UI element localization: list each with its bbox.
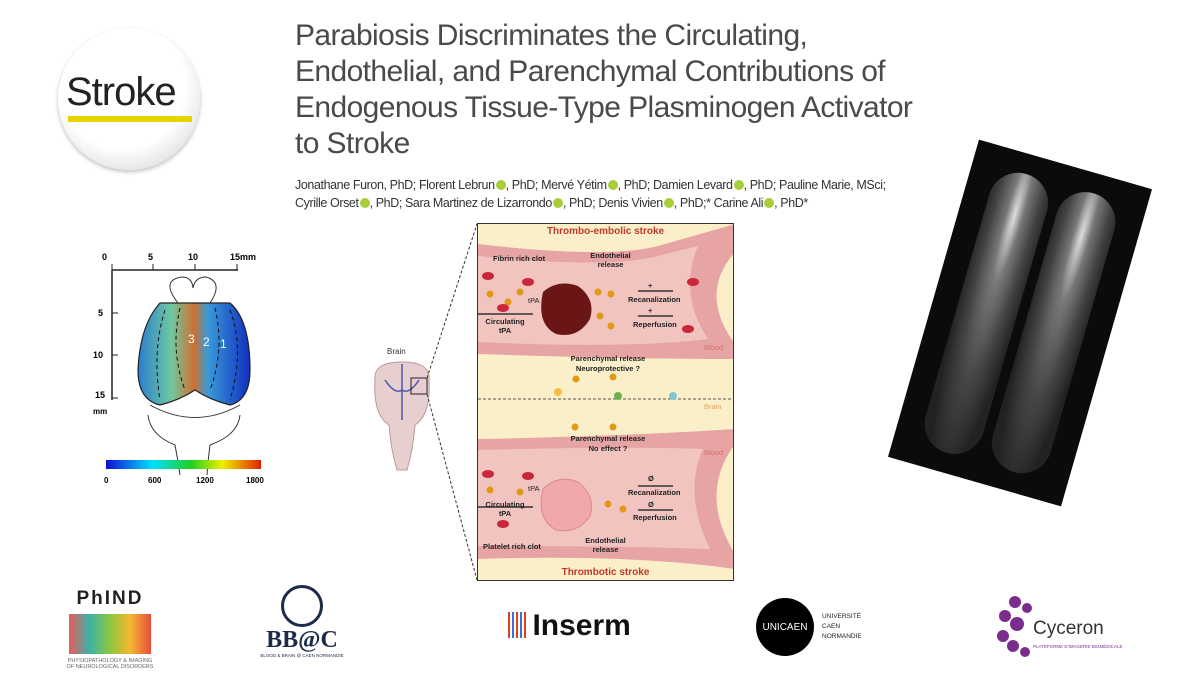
orcid-icon[interactable] xyxy=(733,180,744,190)
reperfusion-label: Reperfusion xyxy=(633,320,677,329)
x-tick: 10 xyxy=(188,252,198,262)
unicaen-name: UNICAEN xyxy=(756,598,814,656)
inserm-name: Inserm xyxy=(532,609,631,642)
zone-label: 3 xyxy=(188,332,195,346)
circulating-tpa-label: Circulating tPA xyxy=(485,500,525,518)
bbac-name: BB@C xyxy=(266,627,338,653)
colorbar xyxy=(106,460,261,469)
parenchymal-release-label: Parenchymal release xyxy=(570,434,646,443)
y-unit: mm xyxy=(93,407,107,416)
author-list: Jonathane Furon, PhD; Florent Lebrun, Ph… xyxy=(295,176,886,212)
orcid-icon[interactable] xyxy=(663,198,674,208)
zone-label: 1 xyxy=(220,337,227,351)
parabiosis-mri-image xyxy=(888,139,1152,507)
author-name: Cyrille Orset xyxy=(295,196,359,210)
title-line: Parabiosis Discriminates the Circulating… xyxy=(295,19,808,52)
author-name: Carine Ali xyxy=(713,196,764,210)
brain-label: Brain xyxy=(387,347,406,356)
bottom-panel-title: Thrombotic stroke xyxy=(561,567,650,578)
author-degree: , PhD; xyxy=(505,178,542,192)
author-degree: , PhD; xyxy=(562,196,599,210)
orcid-icon[interactable] xyxy=(764,198,775,208)
blood-label: Blood xyxy=(704,448,724,457)
endothelial-release-label: Endothelial release xyxy=(585,536,626,554)
endothelial-release-label: Endothelial release xyxy=(590,251,631,269)
recanalization-label: Recanalization xyxy=(628,295,681,304)
author-name: Pauline Marie xyxy=(779,178,851,192)
author-degree: , PhD; xyxy=(369,196,405,210)
author-degree: , PhD; xyxy=(617,178,654,192)
reperfusion-label: Reperfusion xyxy=(633,513,677,522)
y-tick: 10 xyxy=(93,350,103,360)
colorbar-tick: 1800 xyxy=(246,476,264,485)
null-label: Ø xyxy=(648,500,654,509)
author-degree: , PhD; xyxy=(743,178,780,192)
unicaen-sub: NORMANDIE xyxy=(822,633,862,640)
cyceron-subtitle: PLATEFORME D'IMAGERIE BIOMÉDICALE xyxy=(1033,644,1123,649)
author-name: Mervé Yétim xyxy=(541,178,607,192)
author-degree: , PhD;* xyxy=(673,196,714,210)
phind-logo: PhIND PHYSIOPATHOLOGY & IMAGING OF NEURO… xyxy=(65,588,155,670)
plus-label: + xyxy=(648,306,653,315)
colorbar-tick: 1200 xyxy=(196,476,214,485)
top-panel-title: Thrombo-embolic stroke xyxy=(546,226,665,237)
brain-perfusion-map: 0 5 10 15mm 5 10 15 mm 3 2 1 0 600 1200 … xyxy=(93,252,264,485)
author-degree: , MSci; xyxy=(850,178,886,192)
zoom-connector-lines xyxy=(426,223,478,581)
author-name: Denis Vivien xyxy=(598,196,663,210)
unicaen-sub: UNIVERSITÉ xyxy=(822,613,862,620)
zone-label: 2 xyxy=(203,335,210,349)
phind-name: PhIND xyxy=(76,588,144,609)
cyceron-logo: Cyceron PLATEFORME D'IMAGERIE BIOMÉDICAL… xyxy=(995,594,1125,660)
author-name: Sara Martinez de Lizarrondo xyxy=(404,196,552,210)
orcid-icon[interactable] xyxy=(552,198,563,208)
x-tick: 15mm xyxy=(230,252,256,262)
inserm-logo: Inserm xyxy=(508,609,631,643)
mechanism-figure: Thrombo-embolic stroke Fibrin rich clot … xyxy=(477,223,734,581)
brain-illustration: Brain xyxy=(374,347,430,471)
author-degree: , PhD; xyxy=(383,178,419,192)
colorbar-tick: 0 xyxy=(104,476,109,485)
bbac-subtitle: BLOOD & BRAIN @ CAEN NORMANDIE xyxy=(260,653,344,658)
null-label: Ø xyxy=(648,474,654,483)
tpa-label: tPA xyxy=(528,484,540,493)
recanalization-label: Recanalization xyxy=(628,488,681,497)
platelet-clot-label: Platelet rich clot xyxy=(483,542,541,551)
author-name: Florent Lebrun xyxy=(418,178,495,192)
y-tick: 5 xyxy=(98,308,103,318)
unicaen-logo: UNICAEN UNIVERSITÉ CAEN NORMANDIE xyxy=(756,598,862,656)
orcid-icon[interactable] xyxy=(359,198,370,208)
no-effect-label: No effect ? xyxy=(588,444,628,453)
bbac-logo: BB@C BLOOD & BRAIN @ CAEN NORMANDIE xyxy=(252,585,352,658)
orcid-icon[interactable] xyxy=(607,180,618,190)
title-line: Endogenous Tissue-Type Plasminogen Activ… xyxy=(295,91,913,124)
circulating-tpa-label: Circulating tPA xyxy=(485,317,525,335)
neuroprotective-label: Neuroprotective ? xyxy=(575,364,641,373)
y-tick: 15 xyxy=(95,390,105,400)
parenchymal-release-label: Parenchymal release xyxy=(570,354,646,363)
unicaen-sub: CAEN xyxy=(822,623,841,630)
plus-label: + xyxy=(648,281,653,290)
author-name: Jonathane Furon xyxy=(295,178,384,192)
fibrin-clot-label: Fibrin rich clot xyxy=(493,254,546,263)
blood-label: Blood xyxy=(704,343,724,352)
title-line: to Stroke xyxy=(295,127,410,160)
stroke-journal-logo: Stroke xyxy=(58,28,200,170)
brain-label: Brain xyxy=(704,402,722,411)
orcid-icon[interactable] xyxy=(495,180,506,190)
title-line: Endothelial, and Parenchymal Contributio… xyxy=(295,55,886,88)
tpa-label: tPA xyxy=(528,296,540,305)
author-name: Damien Levard xyxy=(653,178,733,192)
x-tick: 5 xyxy=(148,252,153,262)
x-tick: 0 xyxy=(102,252,107,262)
cyceron-name: Cyceron xyxy=(1033,618,1104,639)
phind-subtitle: PHYSIOPATHOLOGY & IMAGING OF NEUROLOGICA… xyxy=(66,658,154,670)
colorbar-tick: 600 xyxy=(148,476,162,485)
author-degree: , PhD* xyxy=(774,196,808,210)
article-title: Parabiosis Discriminates the Circulating… xyxy=(295,18,913,162)
